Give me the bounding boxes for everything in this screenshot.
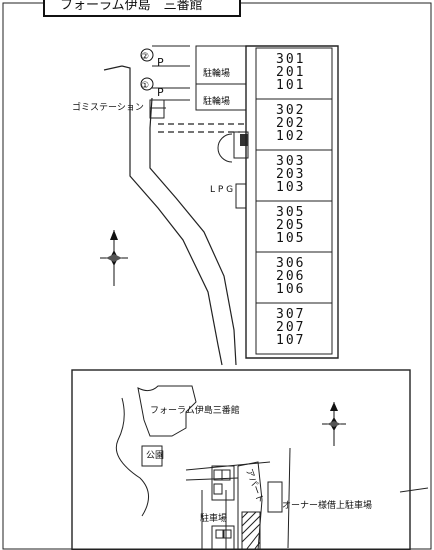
bicycle-parking-label-2: 駐輪場 bbox=[203, 95, 230, 107]
parking-space-2: ② P bbox=[140, 48, 164, 69]
parking-mark-2: P bbox=[157, 56, 164, 69]
unit-number: 106 bbox=[276, 282, 305, 297]
unit-number: 307 bbox=[276, 307, 305, 322]
inset-owner-parking-label: オーナー様借上駐車場 bbox=[282, 499, 372, 511]
parking-space-1: ① P bbox=[140, 77, 164, 99]
road-right-edge bbox=[149, 97, 237, 366]
road-top bbox=[103, 65, 123, 71]
unit-number: 105 bbox=[276, 231, 305, 246]
inset-park-label: 公園 bbox=[146, 450, 164, 461]
lpg-storage: L P G bbox=[210, 183, 247, 209]
stairs bbox=[217, 131, 249, 163]
inset-building-label: フォーラム伊島三番館 bbox=[150, 404, 240, 416]
title-box: フォーラム伊島 三番館 bbox=[43, 0, 241, 17]
inset-map: フォーラム伊島三番館 公園 駐車場 アパート オーナー様借上駐車場 bbox=[71, 369, 429, 550]
owner-parking-area bbox=[241, 511, 261, 550]
unit-number: 306 bbox=[276, 256, 305, 271]
inset-apartment-label: アパート bbox=[243, 467, 266, 504]
apartment-building: 3012011013022021023032031033052051053062… bbox=[245, 45, 339, 359]
unit-number: 301 bbox=[276, 52, 305, 67]
road-left-edge bbox=[121, 65, 223, 366]
unit-number: 202 bbox=[276, 116, 305, 131]
bicycle-parking-label-1: 駐輪場 bbox=[203, 67, 230, 79]
unit-number: 101 bbox=[276, 78, 305, 93]
bicycle-parking: 駐輪場 駐輪場 bbox=[195, 45, 247, 111]
roads bbox=[103, 65, 248, 366]
parking-space-1-number: ① bbox=[141, 81, 149, 91]
unit-number: 206 bbox=[276, 269, 305, 284]
unit-number: 103 bbox=[276, 180, 305, 195]
inset-parking-lot-label: 駐車場 bbox=[200, 512, 227, 524]
garbage-station: ゴミステーション bbox=[72, 99, 166, 119]
unit-number: 203 bbox=[276, 167, 305, 182]
unit-number: 302 bbox=[276, 103, 305, 118]
unit-number: 205 bbox=[276, 218, 305, 233]
unit-number: 201 bbox=[276, 65, 305, 80]
parking-mark-1: P bbox=[157, 86, 164, 99]
unit-rows: 3012011013022021023032031033052051053062… bbox=[256, 52, 332, 348]
inset-compass-icon bbox=[322, 402, 346, 446]
unit-number: 305 bbox=[276, 205, 305, 220]
lpg-label: L P G bbox=[210, 185, 233, 195]
map-title: フォーラム伊島 三番館 bbox=[60, 0, 203, 13]
unit-number: 207 bbox=[276, 320, 305, 335]
unit-number: 303 bbox=[276, 154, 305, 169]
garbage-station-label: ゴミステーション bbox=[72, 101, 144, 113]
unit-number: 102 bbox=[276, 129, 305, 144]
parking-space-2-number: ② bbox=[141, 52, 149, 62]
compass-icon bbox=[100, 230, 128, 286]
unit-number: 107 bbox=[276, 333, 305, 348]
